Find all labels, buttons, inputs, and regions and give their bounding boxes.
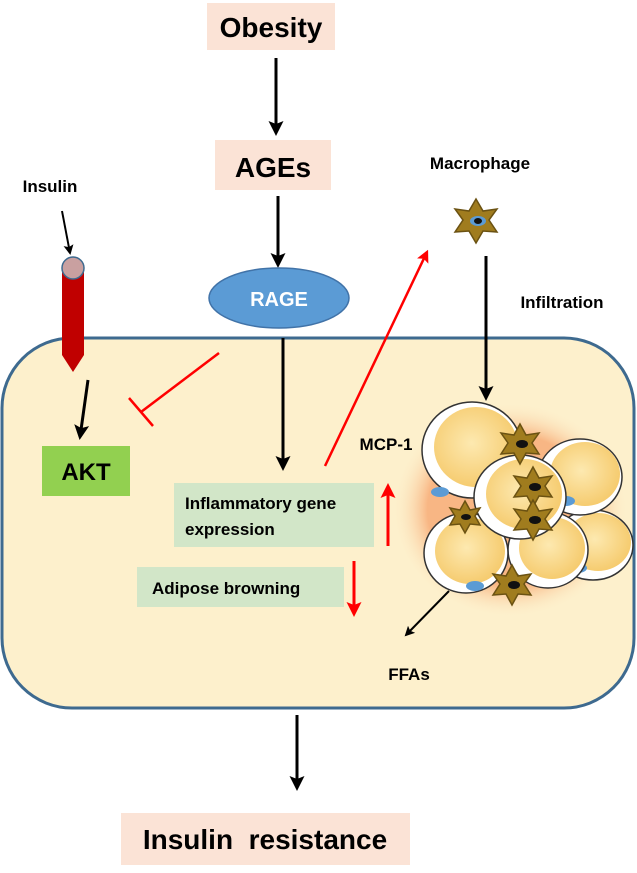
ages-label: AGEs (235, 152, 311, 183)
inhibition-rage-akt (140, 352, 220, 413)
insulin-receptor-cap (61, 256, 85, 280)
macrophage-icon (453, 197, 499, 245)
insulin-resistance-label: Insulin resistance (143, 824, 387, 855)
insulin-resistance-box (121, 813, 410, 865)
macrophage-icon (512, 498, 554, 542)
fat-cell (423, 512, 509, 594)
akt-box (42, 446, 130, 496)
inflammatory-label-line2: expression (185, 520, 275, 539)
arrow-ffas (404, 590, 450, 637)
arrow-receptor-akt (74, 379, 90, 440)
macrophage-icon (491, 563, 533, 607)
macrophage-label: Macrophage (430, 154, 530, 173)
adipose-browning-box (137, 567, 344, 607)
inflammatory-label-line1: Inflammatory gene (185, 494, 336, 513)
ffas-label: FFAs (388, 665, 430, 684)
akt-label: AKT (61, 459, 111, 486)
macrophage-icon (448, 499, 482, 535)
infiltration-label: Infiltration (520, 293, 603, 312)
rage-receptor (208, 267, 350, 329)
obesity-label: Obesity (220, 12, 323, 43)
inhibition-bar (128, 397, 154, 427)
insulin-receptor (62, 272, 84, 372)
adipocyte-cluster (392, 401, 634, 618)
ages-box (215, 140, 331, 190)
arrow-insulin-receptor (61, 210, 74, 255)
obesity-box (207, 3, 335, 50)
mcp1-label: MCP-1 (360, 435, 413, 454)
arrow-mcp1-recruitment (323, 249, 429, 467)
macrophage-icon (499, 422, 541, 466)
adipose-browning-label: Adipose browning (152, 579, 300, 598)
inflammatory-box (174, 483, 374, 547)
insulin-label: Insulin (23, 177, 78, 196)
rage-label: RAGE (250, 289, 308, 311)
